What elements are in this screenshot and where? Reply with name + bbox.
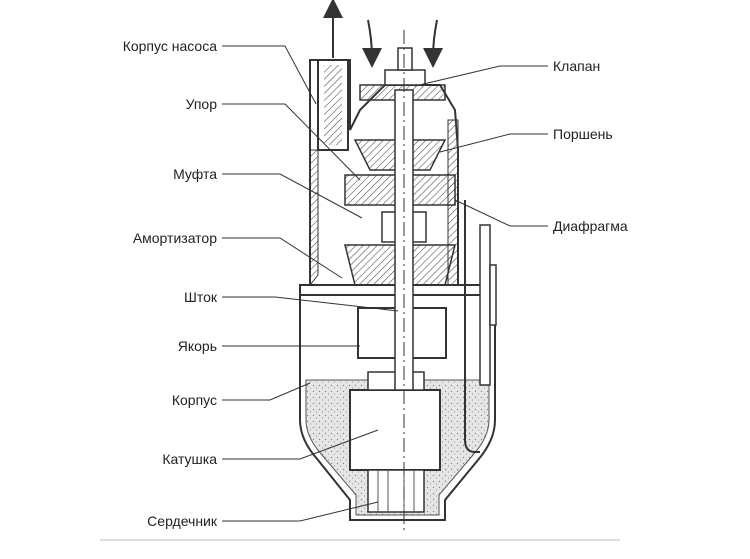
label-diaphragm: Диафрагма — [553, 218, 628, 234]
cable — [464, 200, 480, 453]
label-stop: Упор — [185, 96, 217, 112]
inflow-arrow-left — [361, 19, 382, 68]
leader-shock-absorber — [222, 237, 343, 279]
leader-piston — [439, 133, 548, 153]
label-core: Сердечник — [147, 513, 217, 529]
leader-coil — [222, 429, 379, 460]
leader-valve — [414, 65, 548, 87]
label-valve: Клапан — [553, 58, 601, 74]
label-coupling: Муфта — [173, 166, 217, 182]
leader-coupling — [222, 173, 363, 219]
leader-body — [222, 382, 311, 401]
leader-diaphragm — [454, 199, 548, 227]
leader-stop — [222, 103, 361, 181]
label-body: Корпус — [171, 392, 217, 408]
label-shock-absorber: Амортизатор — [132, 230, 217, 246]
core-shape — [367, 469, 425, 513]
label-pump-housing: Корпус насоса — [122, 38, 217, 54]
leader-rod — [222, 296, 399, 312]
valve-shape — [384, 69, 426, 86]
inflow-arrow-right — [423, 19, 444, 68]
label-armature: Якорь — [177, 338, 217, 354]
label-piston: Поршень — [553, 126, 613, 142]
leader-core — [222, 501, 379, 522]
label-coil: Катушка — [162, 451, 217, 467]
leader-pump-housing — [222, 45, 317, 105]
label-rod: Шток — [184, 289, 217, 305]
coil-shape — [349, 389, 441, 471]
